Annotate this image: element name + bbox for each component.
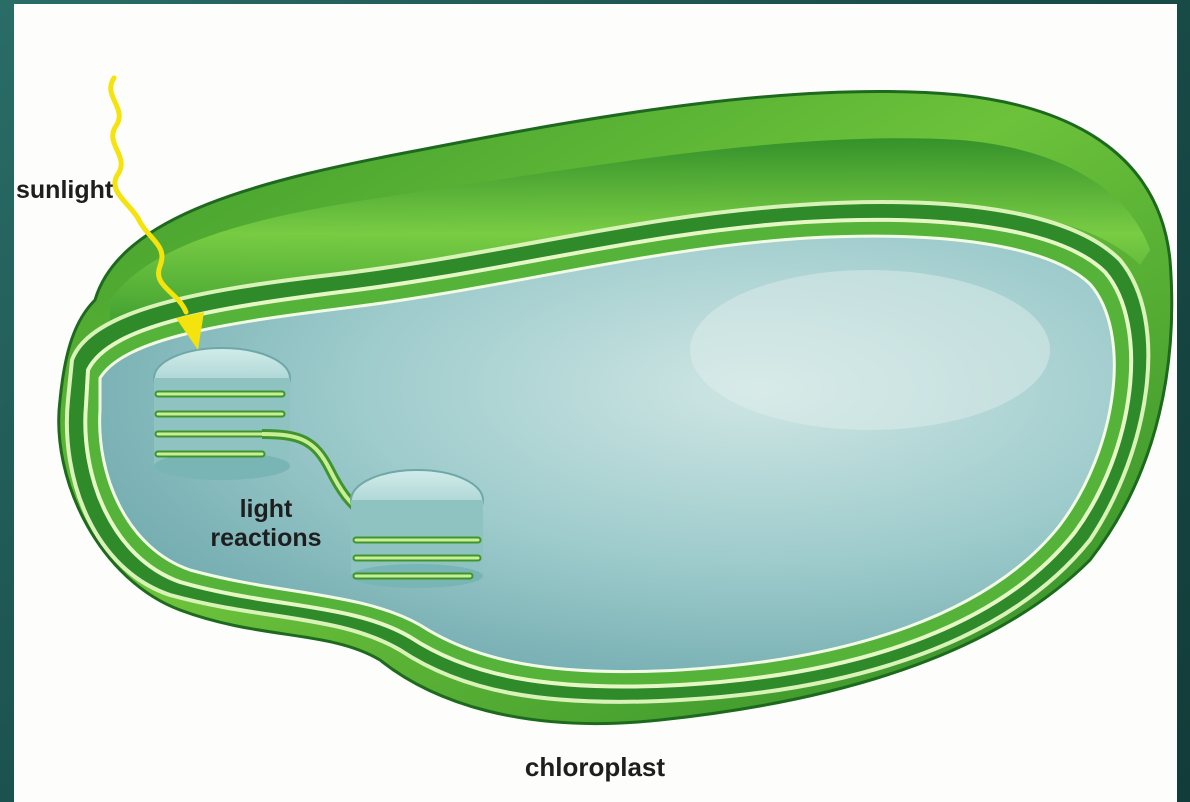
light-reactions-line2: reactions bbox=[196, 524, 336, 553]
sunlight-label: sunlight bbox=[16, 176, 113, 205]
chloroplast-label: chloroplast bbox=[0, 753, 1190, 783]
light-reactions-label: light reactions bbox=[196, 495, 336, 553]
granum-right bbox=[351, 470, 483, 588]
stroma-highlight bbox=[690, 270, 1050, 430]
granum-left bbox=[154, 348, 290, 480]
light-reactions-line1: light bbox=[196, 495, 336, 524]
